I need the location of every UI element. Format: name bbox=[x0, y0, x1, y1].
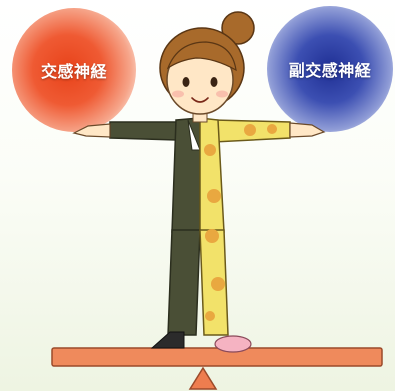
sympathetic-label: 交感神経 bbox=[40, 62, 107, 81]
seesaw-icon bbox=[51, 347, 383, 390]
sympathetic-orb: 交感神経 bbox=[12, 8, 136, 132]
parasympathetic-orb: 副交感神経 bbox=[267, 6, 393, 132]
parasympathetic-label: 副交感神経 bbox=[288, 61, 372, 80]
